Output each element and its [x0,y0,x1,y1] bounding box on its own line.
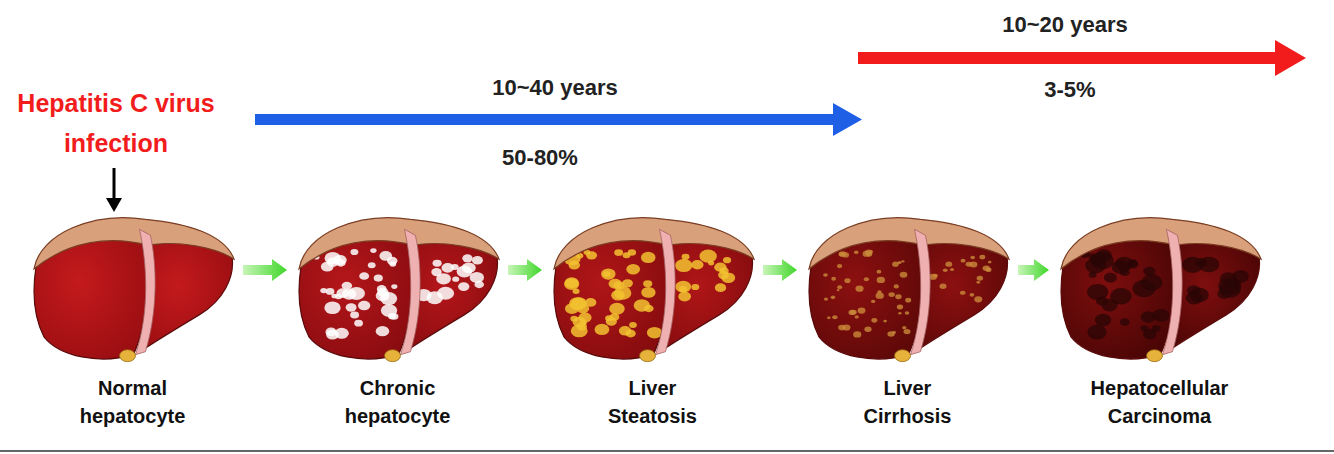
liver-illustration [290,205,505,370]
infection-label: Hepatitis C virus infection [3,83,229,163]
progression-arrow [508,259,542,281]
liver-stage: Liver Steatosis [545,205,760,430]
liver-stage: Chronic hepatocyte [290,205,505,430]
liver-illustration [25,205,240,370]
stage-caption: Normal hepatocyte [80,374,186,430]
progression-arrow [243,259,287,281]
timeline-label: 3-5% [970,76,1170,104]
stage-caption: Liver Steatosis [608,374,697,430]
liver-stage: Liver Cirrhosis [800,205,1015,430]
progression-arrow [763,259,797,281]
stage-caption: Liver Cirrhosis [864,374,952,430]
liver-illustration [545,205,760,370]
timeline-blue-arrow [255,114,835,125]
timeline-label: 50-80% [440,144,640,172]
liver-stage: Normal hepatocyte [25,205,240,430]
timeline-red-head [1275,40,1306,76]
stage-caption: Hepatocellular Carcinoma [1091,374,1229,430]
liver-stage: Hepatocellular Carcinoma [1052,205,1267,430]
infection-arrow-head [106,198,122,212]
liver-illustration [800,205,1015,370]
timeline-label: 10~20 years [965,11,1165,39]
timeline-label: 10~40 years [455,74,655,102]
infection-arrow [113,168,116,200]
timeline-red-arrow [858,52,1278,64]
liver-illustration [1052,205,1267,370]
bottom-rule [0,450,1334,452]
stage-caption: Chronic hepatocyte [345,374,451,430]
timeline-blue-head [833,103,862,136]
progression-arrow [1018,259,1049,281]
